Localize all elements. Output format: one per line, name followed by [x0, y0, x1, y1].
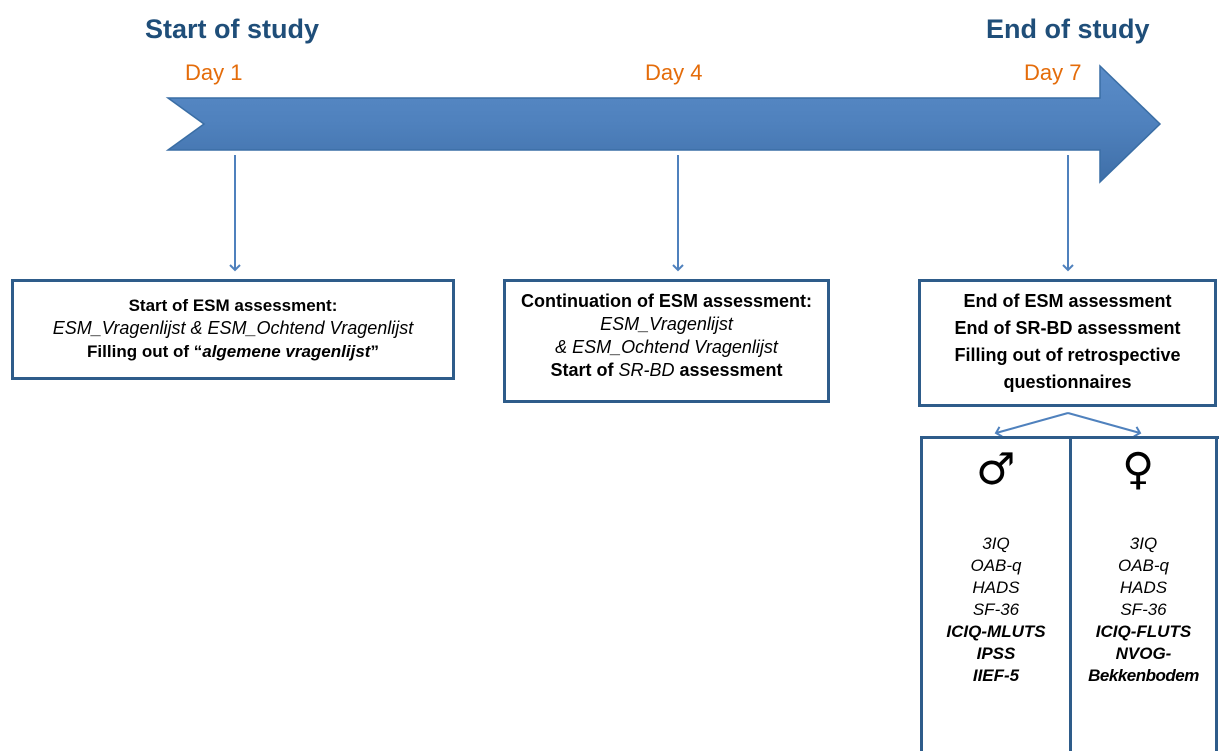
- day-4-box: Continuation of ESM assessment: ESM_Vrag…: [503, 279, 830, 403]
- female-q-nvog: NVOG-: [1115, 644, 1172, 663]
- day-1-algemene-vragenlijst: algemene vragenlijst: [202, 342, 371, 361]
- female-q-sf-36: SF-36: [1120, 600, 1167, 619]
- day-7-end-esm: End of ESM assessment: [963, 291, 1172, 311]
- male-q-sf-36: SF-36: [972, 600, 1020, 619]
- day-4-esm-vragenlijst: ESM_Vragenlijst: [600, 314, 733, 334]
- day-7-label: Day 7: [1024, 60, 1082, 85]
- female-q-3iq: 3IQ: [1129, 534, 1158, 553]
- female-questionnaire-list: 3IQ OAB-q HADS SF-36 ICIQ-FLUTS NVOG- Be…: [1072, 533, 1215, 687]
- female-q-iciq-fluts: ICIQ-FLUTS: [1095, 622, 1192, 641]
- day-7-questionnaires: questionnaires: [1003, 372, 1132, 392]
- day-4-label: Day 4: [645, 60, 703, 85]
- day-4-start-prefix: Start of: [550, 360, 619, 380]
- day-4-esm-ochtend: & ESM_Ochtend Vragenlijst: [555, 337, 778, 357]
- female-symbol-icon: ♀: [1122, 444, 1155, 495]
- day-1-filling-prefix: Filling out of “: [87, 342, 203, 361]
- male-symbol-icon: ♂: [976, 444, 1016, 495]
- day-1-general-questionnaire: Filling out of “algemene vragenlijst”: [14, 340, 452, 363]
- day-7-end-sr-bd: End of SR-BD assessment: [954, 318, 1181, 338]
- male-q-hads: HADS: [972, 578, 1020, 597]
- female-q-bekkenbodem: Bekkenbodem: [1088, 666, 1199, 685]
- day-1-label: Day 1: [185, 60, 243, 85]
- male-q-iciq-mluts: ICIQ-MLUTS: [946, 622, 1046, 641]
- male-q-iief-5: IIEF-5: [972, 666, 1020, 685]
- female-q-hads: HADS: [1119, 578, 1168, 597]
- male-q-ipss: IPSS: [976, 644, 1016, 663]
- day-4-sr-bd: SR-BD: [618, 360, 675, 380]
- female-branch-arrow: [1067, 412, 1142, 438]
- day-1-box: Start of ESM assessment: ESM_Vragenlijst…: [11, 279, 455, 380]
- male-branch-arrow: [994, 412, 1069, 438]
- female-q-oab-q: OAB-q: [1117, 556, 1170, 575]
- day-7-filling-out: Filling out of retrospective: [954, 345, 1181, 365]
- start-of-study-label: Start of study: [145, 14, 320, 44]
- day-4-start-suffix: assessment: [674, 360, 783, 380]
- day-7-box: End of ESM assessment End of SR-BD asses…: [918, 279, 1217, 407]
- day-4-title: Continuation of ESM assessment:: [520, 291, 813, 311]
- day-4-sr-bd-start: Start of SR-BD assessment: [506, 359, 827, 382]
- male-q-3iq: 3IQ: [982, 534, 1010, 553]
- male-q-oab-q: OAB-q: [970, 556, 1022, 575]
- day-1-esm-questionnaires: ESM_Vragenlijst & ESM_Ochtend Vragenlijs…: [52, 318, 414, 338]
- day-1-title: Start of ESM assessment:: [128, 296, 338, 315]
- timeline-arrow: [165, 64, 1162, 184]
- end-of-study-label: End of study: [986, 14, 1150, 44]
- male-questionnaire-list: 3IQ OAB-q HADS SF-36 ICIQ-MLUTS IPSS IIE…: [923, 533, 1069, 687]
- day-1-filling-suffix: ”: [370, 342, 379, 361]
